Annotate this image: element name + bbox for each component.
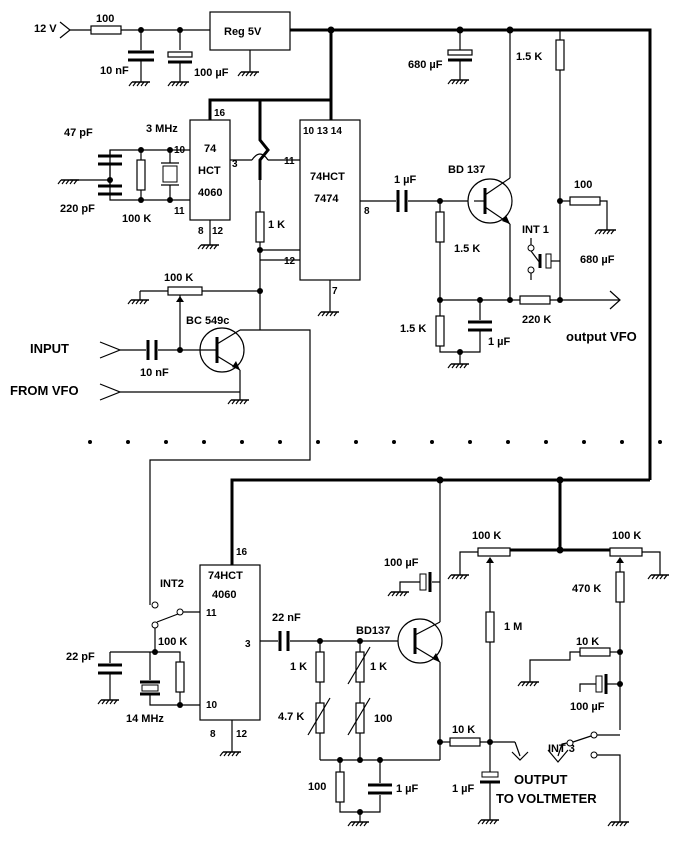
cap-label: 22 pF [66,651,95,663]
cap-label: 1 µF [394,174,417,186]
pin-label: 11 [206,608,217,619]
trimmer[interactable] [355,651,365,683]
cap-label: 100 µF [384,557,419,569]
transistor-bd137-top [467,178,513,224]
resistor-label: 10 K [452,724,475,736]
ic-label: 74HCT [208,570,243,582]
cap-label: 220 pF [60,203,95,215]
resistor-label: 1.5 K [454,243,480,255]
ic-label: 4060 [212,589,236,601]
transistor-label: BD 137 [448,164,485,176]
cap-label: 680 µF [408,59,443,71]
resistor-label: 4.7 K [278,711,304,723]
resistor-label: 1.5 K [516,51,542,63]
section-separator [88,440,662,444]
output-label: TO VOLTMETER [496,791,597,806]
ground-icon [128,81,151,87]
resistor-label: 220 K [522,314,551,326]
input-arrow [99,341,122,359]
ic-label: 7474 [314,193,339,205]
input-label: FROM VFO [10,383,79,398]
pin-label: 10 13 14 [303,126,342,137]
supply-resistor-label: 100 [96,13,114,25]
cap-label: 1 µF [396,783,419,795]
pin-label: 11 [174,206,185,217]
pin-label: 3 [232,159,238,170]
switch-label: INT 1 [522,224,549,236]
output-vfo-label: output VFO [566,329,637,344]
supply-voltage-label: 12 V [34,23,57,35]
input-arrow [99,383,122,401]
pot-label: 100 K [612,530,641,542]
output-arrow [511,751,529,761]
resistor-label: 1 K [370,661,387,673]
ic-74hct4060-top [189,119,231,221]
cap-label: 1 µF [488,336,511,348]
ic-label: HCT [198,165,221,177]
cap-label: 100 µF [194,67,229,79]
cap-label: 1 µF [452,783,475,795]
bottom-circuit: 74HCT 4060 16 11 3 10 8 12 INT2 100 K 22… [66,476,670,827]
pin-label: 12 [236,729,248,740]
cap-label: 680 µF [580,254,615,266]
transistor-label: BD137 [356,625,390,637]
pin-label: 8 [210,729,216,740]
cap-label: 47 pF [64,127,93,139]
output-arrow [609,290,621,310]
resistor-label: 100 K [122,213,151,225]
pin-label: 3 [245,639,251,650]
resistor-label: 1 K [290,661,307,673]
pin-label: 10 [174,145,186,156]
pin-label: 11 [284,156,295,167]
ic-label: 74HCT [310,171,345,183]
switch-label: INT 3 [548,743,575,755]
regulator-label: Reg 5V [224,26,262,38]
switch-lever[interactable] [572,735,592,743]
cap-label: 10 nF [100,65,129,77]
pin-label: 16 [214,108,226,119]
potentiometer[interactable] [609,547,643,557]
resistor-label: 10 K [576,636,599,648]
pin-label: 16 [236,547,248,558]
crystal-label: 14 MHz [126,713,164,725]
trimmer[interactable] [315,702,325,734]
transistor-label: BC 549c [186,315,229,327]
cap-label: 10 nF [140,367,169,379]
cap-label: 100 µF [570,701,605,713]
potentiometer[interactable] [477,547,511,557]
ic-74hct7474 [299,119,361,281]
ic-74hct4060-bottom [199,564,261,721]
transistor-bd137-bottom [397,618,443,664]
crystal-label: 3 MHz [146,123,178,135]
pin-label: 8 [198,226,204,237]
pot-label: 100 K [164,272,193,284]
pin-label: 8 [364,206,370,217]
resistor-label: 100 [308,781,326,793]
trimmer[interactable] [355,702,365,734]
switch-label: INT2 [160,578,184,590]
resistor-label: 100 K [158,636,187,648]
input-label: INPUT [30,341,69,356]
supply-input-arrow [59,21,71,39]
supply-resistor [90,25,122,35]
resistor-label: 100 [374,713,392,725]
ic-label: 74 [204,143,217,155]
pin-label: 12 [284,256,296,267]
potentiometer[interactable] [167,286,203,296]
switch-lever[interactable] [156,613,179,623]
pin-label: 10 [206,700,218,711]
pot-label: 100 K [472,530,501,542]
pin-label: 7 [332,286,338,297]
cap-label: 22 nF [272,612,301,624]
output-label: OUTPUT [514,772,568,787]
resistor-label: 1 M [504,621,522,633]
top-circuit: 12 V 100 10 nF 100 µF Reg 5V [10,11,652,605]
resistor-label: 1.5 K [400,323,426,335]
pin-label: 12 [212,226,224,237]
ic-label: 4060 [198,187,222,199]
resistor-label: 100 [574,179,592,191]
resistor-label: 470 K [572,583,601,595]
resistor-label: 1 K [268,219,285,231]
